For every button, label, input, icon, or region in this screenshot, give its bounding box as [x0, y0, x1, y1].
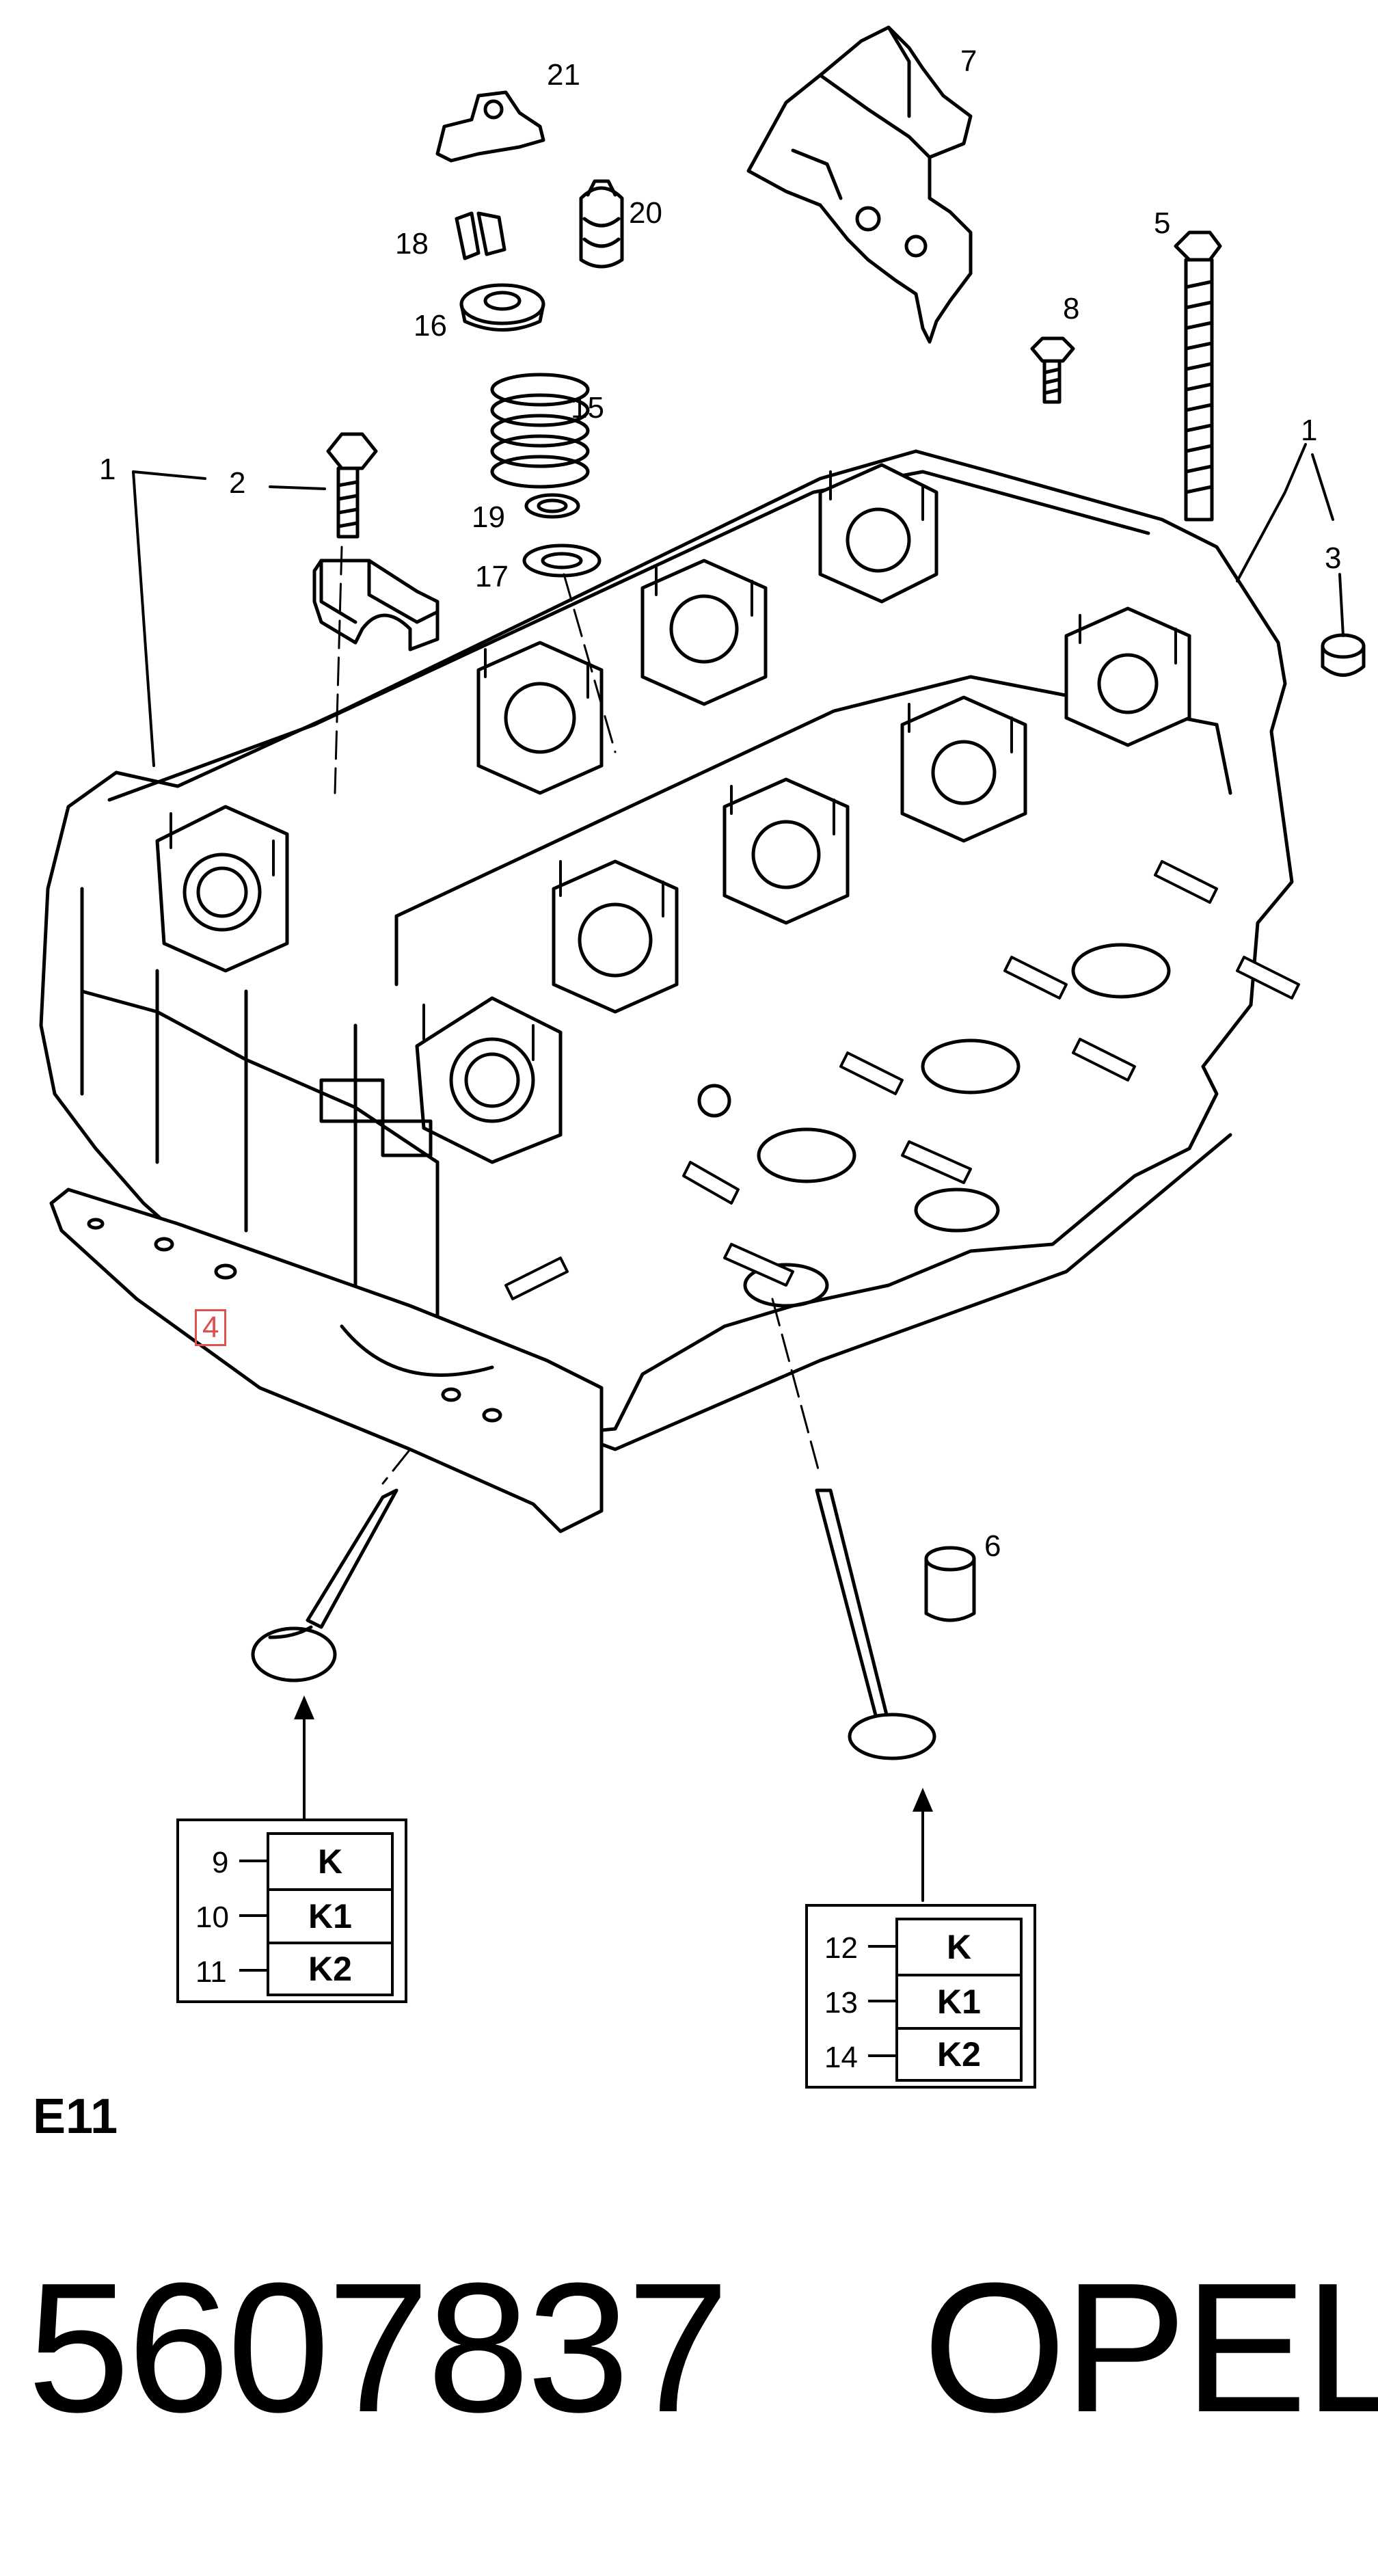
hydraulic-lifter-part-20 — [579, 179, 624, 269]
variant-code-k2: K2 — [269, 1942, 391, 1994]
exhaust-valve-variant-box: 12 13 14 K K1 K2 — [805, 1904, 1036, 2089]
variant-tick — [868, 2054, 895, 2057]
part-number: 5607837 — [27, 2245, 729, 2451]
variant-code-k: K — [317, 1842, 343, 1881]
callout-3: 3 — [1325, 541, 1342, 575]
variant-code-k1: K1 — [269, 1888, 391, 1942]
variant-tick — [239, 1914, 267, 1917]
variant-num-12: 12 — [824, 1931, 858, 1965]
callout-19: 19 — [472, 500, 505, 534]
callout-18: 18 — [395, 227, 429, 260]
valve-spring-part-15 — [490, 373, 590, 489]
camshaft-bearing-cap — [312, 559, 440, 652]
variant-num-14: 14 — [824, 2041, 858, 2074]
variant-num-11: 11 — [195, 1955, 227, 1989]
valve-stem-seal-part-19 — [524, 493, 580, 519]
bracket-part-7 — [746, 25, 973, 344]
bolt-part-2 — [326, 432, 378, 539]
variant-tick — [868, 1945, 895, 1948]
callout-1-left: 1 — [99, 453, 116, 486]
intake-valve — [251, 1488, 398, 1682]
callout-2: 2 — [229, 466, 246, 500]
bolt-part-8 — [1030, 336, 1075, 404]
callout-20: 20 — [629, 196, 662, 230]
spring-retainer-part-16 — [459, 283, 545, 332]
callout-17: 17 — [475, 560, 509, 593]
brand-name: OPEL — [923, 2245, 1378, 2451]
callout-15: 15 — [571, 391, 604, 425]
callout-4[interactable]: 4 — [195, 1309, 227, 1346]
variant-code-k1: K1 — [898, 1974, 1020, 2027]
intake-variant-table: K K1 K2 — [267, 1832, 394, 1996]
head-bolt-part-5 — [1174, 230, 1222, 522]
exhaust-valve — [815, 1488, 936, 1760]
intake-valve-variant-box: 9 10 11 K K1 K2 — [176, 1819, 407, 2003]
callout-16: 16 — [414, 309, 447, 343]
exhaust-variant-table: K K1 K2 — [895, 1918, 1023, 2082]
callout-7: 7 — [960, 44, 977, 78]
plug-part-3 — [1321, 633, 1366, 677]
spring-seat-part-17 — [522, 544, 602, 578]
section-code: E11 — [33, 2089, 118, 2144]
variant-code-k2: K2 — [898, 2027, 1020, 2079]
cylinder-head-body — [39, 449, 1300, 1451]
variant-tick — [239, 1860, 267, 1862]
variant-tick — [868, 2000, 895, 2002]
valve-guide-part-6 — [924, 1546, 976, 1622]
callout-8: 8 — [1063, 292, 1080, 325]
variant-code-k: K — [946, 1928, 972, 1966]
head-gasket-part-4 — [49, 1188, 604, 1533]
callout-21: 21 — [547, 58, 580, 92]
variant-num-10: 10 — [195, 1901, 229, 1934]
callout-1-right: 1 — [1301, 414, 1318, 447]
callout-5: 5 — [1154, 206, 1171, 240]
variant-num-9: 9 — [212, 1846, 229, 1879]
rocker-arm-part-21 — [435, 90, 545, 163]
valve-keepers-part-18 — [455, 211, 506, 260]
callout-6: 6 — [984, 1529, 1001, 1563]
variant-tick — [239, 1969, 267, 1972]
variant-num-13: 13 — [824, 1986, 858, 2020]
